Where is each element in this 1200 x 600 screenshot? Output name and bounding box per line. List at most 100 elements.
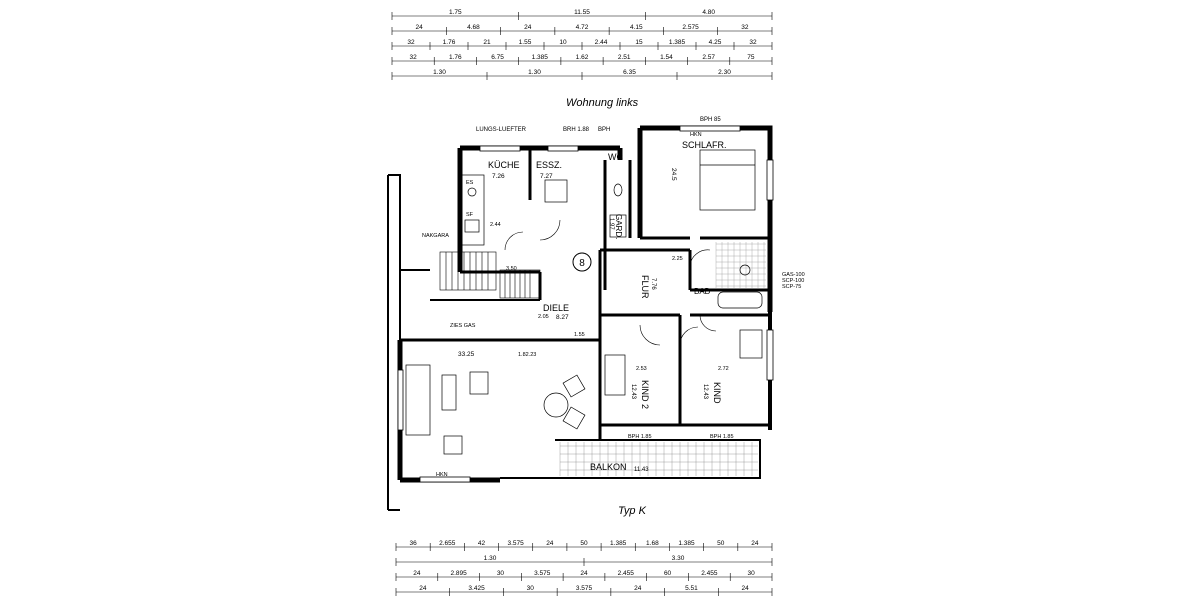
note-hkn-wohnen: HKN — [436, 472, 448, 478]
dimension-label: 32 — [409, 54, 417, 61]
bathroom-tile-pattern — [715, 242, 766, 288]
note-225: 2.25 — [672, 256, 683, 262]
dimension-label: 4.25 — [709, 39, 722, 46]
note-scp100: SCP-100 — [782, 278, 804, 284]
note-zies-gas: ZIES GAS — [450, 323, 476, 329]
note-brh: BRH 1.88 — [563, 127, 590, 133]
dimension-label: 24 — [751, 540, 759, 547]
dimension-label: 1.385 — [610, 540, 627, 547]
dimension-label: 2.455 — [701, 570, 718, 577]
room-gard: GARD. — [614, 214, 623, 239]
staircase — [439, 251, 541, 299]
chair-1 — [562, 374, 586, 398]
coffee-table — [441, 374, 457, 411]
dimension-label: 36 — [409, 540, 417, 547]
dimension-label: 1.385 — [669, 39, 686, 46]
room-bad: BAD — [694, 287, 711, 296]
dimension-label: 6.35 — [623, 69, 636, 76]
room-kind-area: 12.43 — [702, 384, 708, 400]
dimension-label: 24 — [580, 570, 588, 577]
dimension-label: 1.385 — [678, 540, 695, 547]
room-kueche: KÜCHE — [488, 160, 520, 170]
room-essz-area: 7.27 — [540, 173, 553, 180]
walls — [387, 125, 773, 511]
dimension-label: 3.575 — [576, 585, 593, 592]
dimension-label: 2.895 — [451, 570, 468, 577]
dimension-label: 1.62 — [576, 54, 589, 61]
desk-kind — [739, 329, 763, 359]
room-essz: ESSZ. — [536, 160, 562, 170]
room-gard-area: 1.97 — [608, 218, 614, 230]
note-182: 1.82.23 — [518, 352, 536, 358]
dimension-label: 2.655 — [439, 540, 456, 547]
marker-number: 8 — [579, 258, 585, 269]
dimension-label: 3.575 — [534, 570, 551, 577]
round-table — [543, 392, 569, 418]
dimension-label: 24 — [524, 24, 532, 31]
dimension-label: 5.51 — [685, 585, 698, 592]
furniture — [405, 149, 763, 455]
dimension-label: 11.55 — [574, 9, 590, 16]
dimension-label: 3.425 — [468, 585, 485, 592]
dimension-label: 75 — [747, 54, 755, 61]
dimension-label: 24 — [546, 540, 554, 547]
dimension-label: 1.76 — [449, 54, 462, 61]
note-bph85: BPH 85 — [700, 117, 721, 123]
room-flur-area: 7.76 — [650, 278, 656, 290]
dimension-label: 32 — [407, 39, 415, 46]
room-schlafr: SCHLAFR. — [682, 140, 727, 150]
dimension-label: 4.80 — [702, 9, 715, 16]
bed-double — [699, 149, 756, 211]
note-155: 1.55 — [574, 332, 585, 338]
position-marker: 8 — [572, 252, 592, 272]
balcony-floor-pattern — [559, 442, 758, 476]
sink-icon — [464, 219, 480, 233]
room-flur: FLUR — [640, 275, 650, 299]
armchair — [469, 371, 489, 395]
dimension-label: 1.385 — [532, 54, 549, 61]
dimension-label: 2.57 — [702, 54, 715, 61]
dimension-label: 32 — [749, 39, 757, 46]
note-350: 3.50 — [506, 266, 517, 272]
dimension-label: 24 — [742, 585, 750, 592]
note-bph185-right: BPH 1.85 — [710, 434, 734, 440]
dimension-label: 1.68 — [646, 540, 659, 547]
dimension-label: 50 — [580, 540, 588, 547]
dimension-label: 1.30 — [433, 69, 446, 76]
room-schlafr-area: 24.5 — [670, 168, 677, 181]
dimension-label: 6.75 — [491, 54, 504, 61]
dimension-label: 50 — [717, 540, 725, 547]
door-swings — [504, 219, 717, 346]
dimension-label: 10 — [559, 39, 567, 46]
note-bph185-left: BPH 1.85 — [628, 434, 652, 440]
dimension-label: 24 — [416, 24, 424, 31]
dimension-label: 1.30 — [484, 555, 497, 562]
dimension-label: 24 — [413, 570, 421, 577]
room-kind2-area: 12.43 — [630, 384, 636, 400]
dimension-label: 42 — [478, 540, 486, 547]
dimension-label: 1.55 — [519, 39, 532, 46]
dimension-label: 4.68 — [467, 24, 480, 31]
plan-annotations: LUNGS-LUEFTER BRH 1.88 BPH BPH 85 HKN NA… — [422, 117, 805, 478]
dimension-label: 24 — [419, 585, 427, 592]
windows — [397, 125, 774, 483]
room-wc: WC — [608, 152, 623, 162]
dimension-lines-bottom: 36 2.655 42 3.575 24 50 1.385 1.68 1.385 50 24 1.30… — [395, 540, 773, 596]
room-balkon: BALKON — [590, 462, 627, 472]
dimension-label: 1.54 — [660, 54, 673, 61]
dimension-label: 3.575 — [507, 540, 524, 547]
room-wohnen-area: 33.25 — [458, 351, 475, 358]
dimension-label: 2.455 — [618, 570, 635, 577]
note-205: 2.05 — [538, 314, 549, 320]
room-diele-area: 8.27 — [556, 314, 569, 321]
dimension-label: 24 — [634, 585, 642, 592]
desk-kind2 — [604, 354, 626, 396]
dining-table — [544, 179, 568, 203]
room-kind: KIND — [712, 382, 722, 404]
note-scp75: SCP-75 — [782, 284, 801, 290]
dimension-label: 30 — [747, 570, 755, 577]
room-diele: DIELE — [543, 303, 569, 313]
note-sf: SF — [466, 212, 474, 218]
